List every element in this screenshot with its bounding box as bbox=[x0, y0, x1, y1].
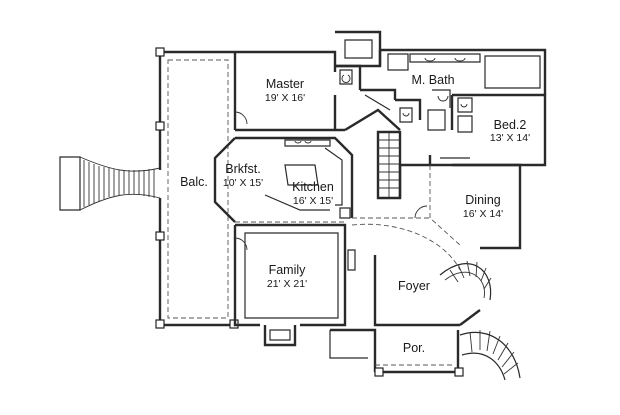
exterior-stair bbox=[59, 156, 161, 211]
porch bbox=[329, 328, 521, 381]
room-dims-dining: 16' X 14' bbox=[463, 208, 503, 220]
room-dims-kitchen: 16' X 15' bbox=[293, 195, 333, 207]
closet-block bbox=[335, 30, 382, 90]
master-bedroom bbox=[233, 50, 345, 132]
room-name-dining: Dining bbox=[465, 193, 500, 207]
room-name-foyer: Foyer bbox=[398, 279, 430, 293]
room-name-mbath: M. Bath bbox=[411, 73, 454, 87]
room-name-balc: Balc. bbox=[180, 175, 208, 189]
room-name-porch: Por. bbox=[403, 341, 425, 355]
room-dims-master: 19' X 16' bbox=[265, 92, 305, 104]
room-name-family: Family bbox=[269, 263, 307, 277]
dining-room bbox=[398, 163, 522, 250]
room-dims-brkfst: 10' X 15' bbox=[223, 177, 263, 189]
interior-stair bbox=[344, 108, 402, 200]
room-name-master: Master bbox=[266, 77, 304, 91]
kitchen bbox=[264, 136, 430, 219]
room-dims-bed2: 13' X 14' bbox=[490, 132, 530, 144]
master-bath bbox=[360, 48, 547, 131]
room-dims-family: 21' X 21' bbox=[267, 278, 307, 290]
balcony bbox=[155, 47, 239, 329]
room-name-brkfst: Brkfst. bbox=[225, 162, 260, 176]
family-room bbox=[233, 223, 356, 347]
foyer bbox=[351, 223, 492, 327]
bedroom-2 bbox=[428, 93, 547, 167]
room-name-bed2: Bed.2 bbox=[494, 118, 527, 132]
room-name-kitchen: Kitchen bbox=[292, 180, 334, 194]
breakfast-nook bbox=[213, 136, 345, 223]
